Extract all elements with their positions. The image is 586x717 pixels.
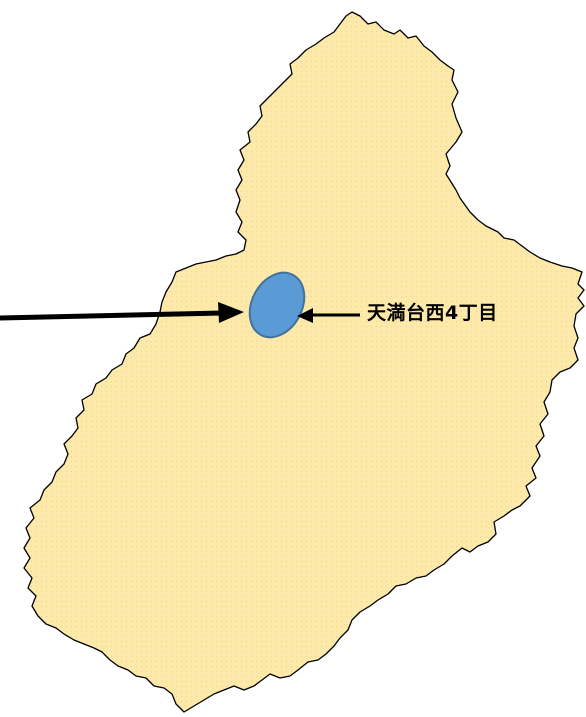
district-boundary — [23, 11, 585, 713]
pointer-arrowhead-left — [218, 302, 244, 323]
label-arrowhead — [297, 308, 313, 323]
location-label: 天満台西4丁目 — [367, 302, 498, 324]
pointer-arrow-left — [0, 310, 223, 321]
